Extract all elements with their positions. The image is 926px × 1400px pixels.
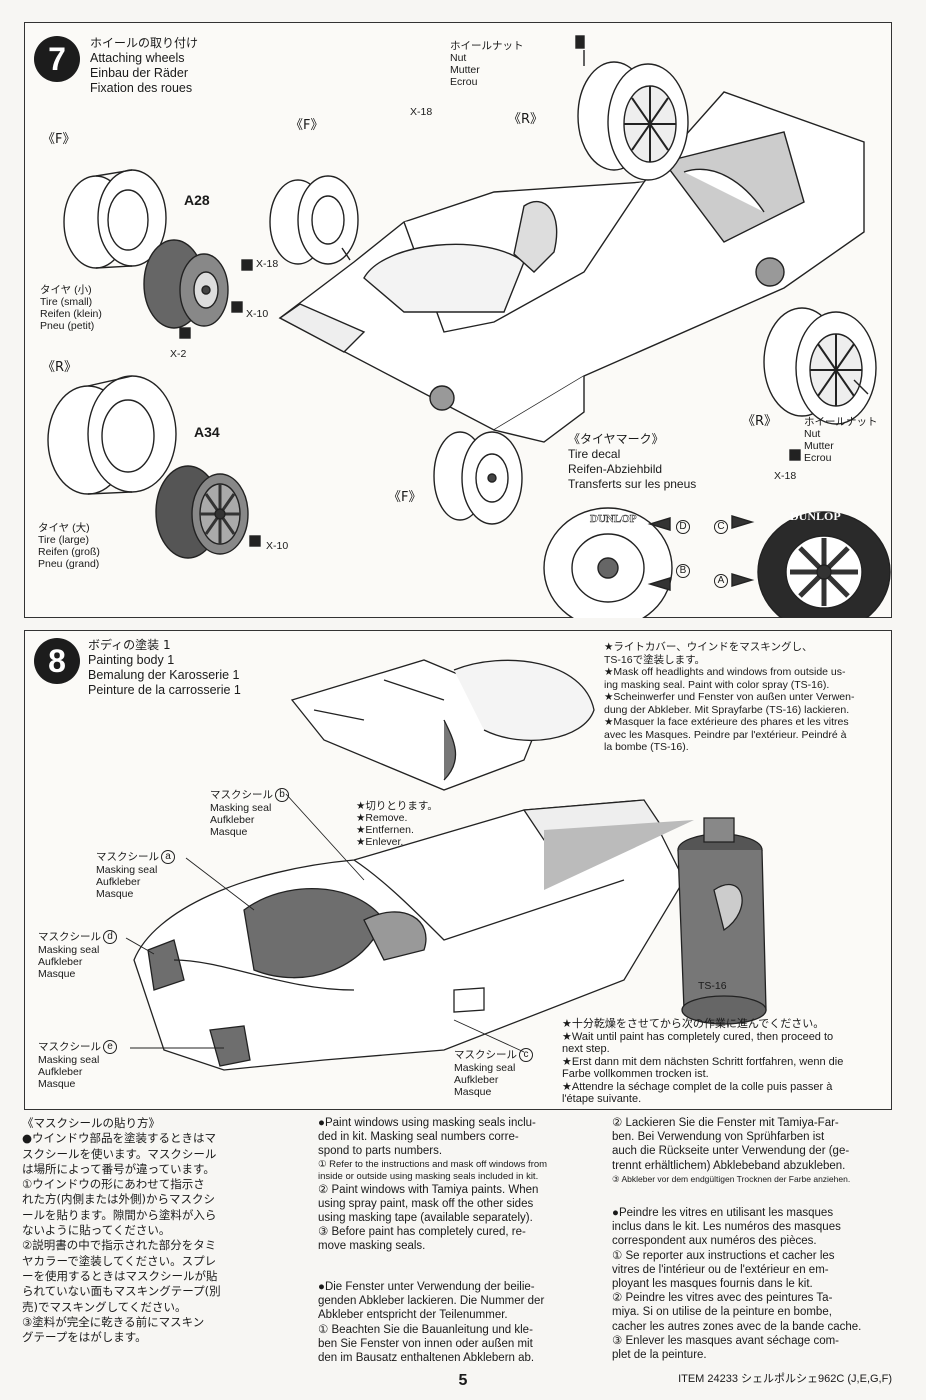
chassis bbox=[278, 91, 865, 443]
tag-rear-right: 《R》 bbox=[742, 414, 778, 429]
screw-x10-a: X-10 bbox=[246, 308, 269, 320]
nut-label-top: ホイールナット Nut Mutter Ecrou bbox=[450, 40, 524, 88]
wheel-a34 bbox=[155, 465, 249, 559]
title-jp: ホイールの取り付け bbox=[90, 36, 199, 50]
instructions-fr: ●Peindre les vitres en utilisant les mas… bbox=[612, 1207, 862, 1362]
title-fr: Fixation des roues bbox=[90, 81, 193, 95]
tag-front-mid: 《F》 bbox=[290, 118, 324, 133]
wheel-a28 bbox=[143, 239, 229, 329]
rear-tire-top bbox=[577, 50, 689, 181]
tag-rear-top: 《R》 bbox=[508, 112, 544, 127]
decal-c-marker: C bbox=[712, 520, 728, 534]
tag-front-left: 《F》 bbox=[42, 132, 76, 147]
tire-small-label: タイヤ (小) Tire (small) Reifen (klein) Pneu… bbox=[40, 284, 102, 332]
spray-mist bbox=[544, 820, 694, 890]
front-tire-left bbox=[63, 169, 167, 269]
part-a28-label: A28 bbox=[184, 192, 210, 208]
rear-tire-right bbox=[763, 307, 877, 425]
front-tire-mid bbox=[269, 175, 359, 265]
instructions-de-b: ② Lackieren Sie die Fenster mit Tamiya-F… bbox=[612, 1117, 851, 1184]
screw-x2: X-2 bbox=[170, 348, 187, 360]
tire-large-label: タイヤ (大) Tire (large) Reifen (groß) Pneu … bbox=[38, 522, 100, 570]
decal-b-marker: B bbox=[674, 564, 690, 578]
step-7-number: 7 bbox=[34, 36, 80, 82]
decal-a-marker: A bbox=[712, 574, 728, 588]
decal-brand-right: DUNLOP bbox=[790, 509, 841, 523]
step-8-note-bottom: ★十分乾燥をさせてから次の作業に進んでください。 ★Wait until pai… bbox=[562, 1018, 844, 1105]
step-8-drawing bbox=[125, 659, 767, 1071]
spray-paint-label: TS-16 bbox=[698, 980, 727, 992]
screw-x18-right: X-18 bbox=[774, 470, 797, 482]
item-code: ITEM 24233 シェルポルシェ962C (J,E,G,F) bbox=[678, 1373, 892, 1385]
instructions-jp: 《マスクシールの貼り方》 ●ウインドウ部品を塗装するときはマ スクシールを使いま… bbox=[22, 1116, 221, 1345]
rear-tire-left bbox=[47, 375, 177, 495]
tag-rear-left: 《R》 bbox=[42, 360, 78, 375]
step-7-title: ホイールの取り付け Attaching wheels Einbau der Rä… bbox=[90, 36, 198, 96]
step-7-drawing: DUNLOP DUNLOP bbox=[47, 35, 891, 618]
remove-note: ★切りとります。 ★Remove. ★Entfernen. ★Enlever. bbox=[356, 800, 438, 848]
decal-tire-right bbox=[757, 511, 891, 618]
step-8-title: ボディの塗装 1 Painting body 1 Bemalung der Ka… bbox=[88, 638, 241, 697]
nut-label-right: ホイールナット Nut Mutter Ecrou bbox=[804, 416, 878, 464]
instructions-de-a: ●Die Fenster unter Verwendung der beilie… bbox=[318, 1281, 545, 1365]
title-de: Einbau der Räder bbox=[90, 66, 188, 80]
spray-can bbox=[677, 817, 767, 1025]
screw-x18-a: X-18 bbox=[256, 258, 279, 270]
front-tire-bottom bbox=[433, 431, 523, 525]
screw-x10-b: X-10 bbox=[266, 540, 289, 552]
page-number: 5 bbox=[458, 1372, 468, 1389]
decal-d-marker: D bbox=[674, 520, 690, 534]
small-body-masking bbox=[290, 659, 595, 791]
decal-brand-left: DUNLOP bbox=[590, 513, 637, 525]
step-8-number: 8 bbox=[34, 638, 80, 684]
part-a34-label: A34 bbox=[194, 424, 220, 440]
tire-decal-label: 《タイヤマーク》 Tire decal Reifen-Abziehbild Tr… bbox=[568, 432, 697, 491]
screw-x18-top: X-18 bbox=[410, 106, 433, 118]
decal-tire-left bbox=[543, 507, 673, 618]
step-8-note-top: ★ライトカバー、ウインドをマスキングし、 TS-16で塗装します。 ★Mask … bbox=[604, 641, 855, 753]
tag-front-bottom: 《F》 bbox=[388, 490, 422, 505]
screws bbox=[179, 35, 801, 547]
title-en: Attaching wheels bbox=[90, 51, 185, 65]
decal-arrows bbox=[647, 515, 755, 591]
instructions-en: ●Paint windows using masking seals inclu… bbox=[318, 1117, 548, 1253]
